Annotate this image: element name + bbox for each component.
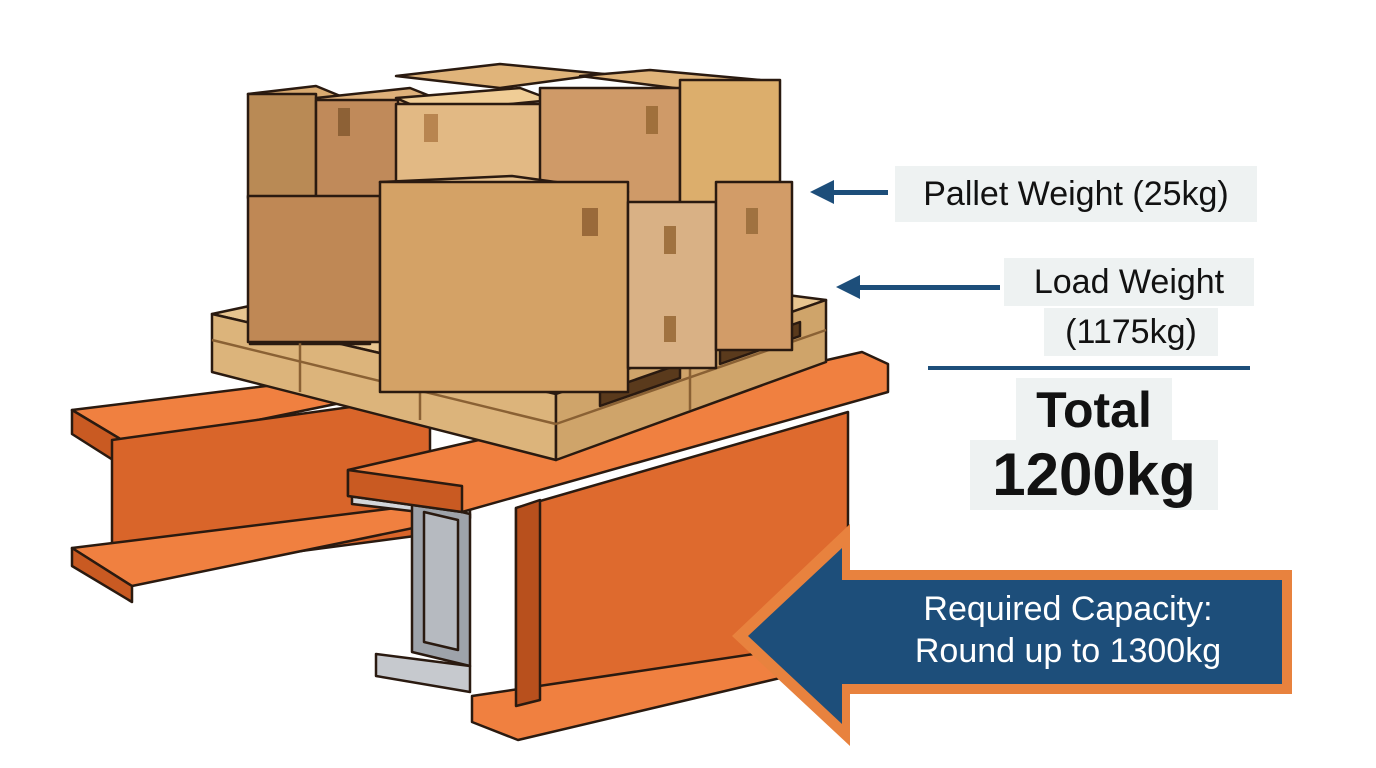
total-label: Total [1016, 378, 1172, 442]
cardboard-boxes [246, 62, 794, 394]
required-capacity-arrow [732, 524, 1292, 746]
load-weight-arrow [836, 275, 1000, 299]
required-capacity-line1: Required Capacity: [923, 590, 1213, 628]
pallet-weight-arrow [810, 180, 888, 204]
load-weight-value: (1175kg) [1044, 308, 1218, 356]
total-divider [928, 366, 1250, 370]
required-capacity-text: Required Capacity: Round up to 1300kg [868, 588, 1268, 672]
required-capacity-line2: Round up to 1300kg [914, 632, 1222, 670]
load-weight-label: Load Weight [1004, 258, 1254, 306]
total-value: 1200kg [970, 440, 1218, 510]
pallet-weight-label: Pallet Weight (25kg) [895, 166, 1257, 222]
